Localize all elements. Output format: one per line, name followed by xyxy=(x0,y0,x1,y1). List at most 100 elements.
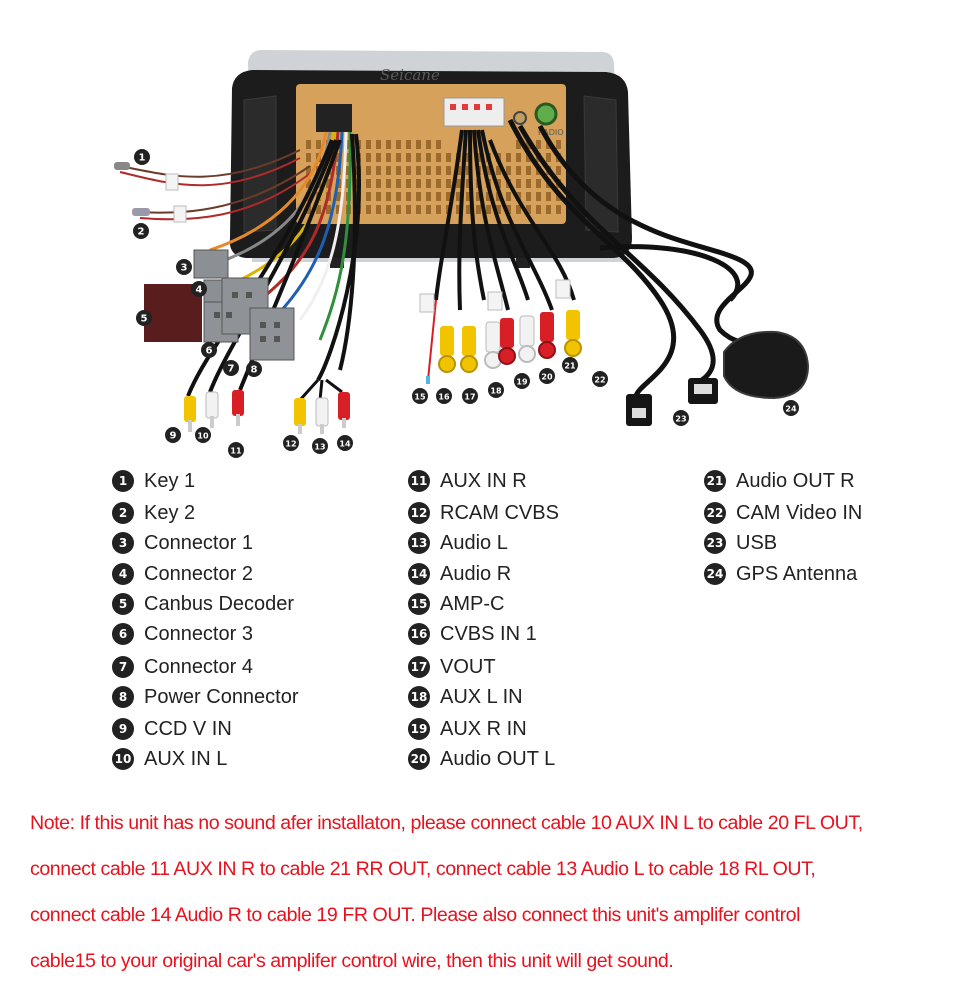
legend-item-10: 10 AUX IN L xyxy=(112,745,227,773)
legend-item-23: 23 USB xyxy=(704,529,777,557)
radio-port-label: RADIO xyxy=(538,128,564,137)
photo-callout-number: 3 xyxy=(181,263,188,274)
photo-callout-3: 3 xyxy=(176,259,192,275)
photo-callout-2: 2 xyxy=(133,223,149,239)
photo-callout-number: 18 xyxy=(490,387,502,396)
photo-callout-number: 9 xyxy=(170,431,177,442)
photo-callout-number: 19 xyxy=(516,378,528,387)
rca-group-left xyxy=(184,390,244,432)
legend-label: USB xyxy=(736,531,778,554)
photo-callout-18: 18 xyxy=(488,382,504,398)
photo-callout-number: 13 xyxy=(314,443,325,452)
legend-label: Power Connector xyxy=(144,685,299,708)
legend-label: CCD V IN xyxy=(144,717,232,740)
photo-callout-21: 21 xyxy=(562,357,578,373)
photo-callout-15: 15 xyxy=(412,388,428,404)
note-line-1: Note: If this unit has no sound afer ins… xyxy=(30,812,863,834)
canbus-decoder xyxy=(144,284,202,342)
legend-label: AUX IN L xyxy=(144,747,228,770)
callout-number-badge: 20 xyxy=(408,748,430,770)
photo-callout-14: 14 xyxy=(337,435,353,451)
legend-label: RCAM CVBS xyxy=(440,501,559,524)
rca-group-right xyxy=(438,310,582,373)
legend-label: Key 1 xyxy=(144,469,196,492)
photo-callout-1: 1 xyxy=(134,149,150,165)
photo-callout-number: 2 xyxy=(138,227,145,238)
callout-number-badge: 1 xyxy=(112,470,134,492)
photo-callout-number: 23 xyxy=(675,415,686,424)
legend-item-12: 12 RCAM CVBS xyxy=(408,499,559,527)
legend-label: AMP-C xyxy=(440,592,505,615)
photo-callout-24: 24 xyxy=(783,400,799,416)
photo-callout-number: 1 xyxy=(139,153,146,164)
legend-item-1: 1 Key 1 xyxy=(112,467,195,495)
legend-label: AUX R IN xyxy=(440,717,527,740)
power-connector xyxy=(249,307,295,361)
legend-label: Audio L xyxy=(440,531,508,554)
callout-number-badge: 21 xyxy=(704,470,726,492)
legend-label: Audio OUT L xyxy=(440,747,556,770)
photo-callout-17: 17 xyxy=(462,388,478,404)
photo-callout-number: 5 xyxy=(141,314,148,325)
photo-callout-number: 15 xyxy=(414,393,426,402)
photo-callout-8: 8 xyxy=(246,361,262,377)
note-line-4: cable15 to your original car's amplifer … xyxy=(30,950,674,972)
photo-callout-19: 19 xyxy=(514,373,530,389)
photo-callout-number: 22 xyxy=(594,376,605,385)
callout-number-badge: 12 xyxy=(408,502,430,524)
installation-note: Note: If this unit has no sound afer ins… xyxy=(30,800,970,984)
callout-number-badge: 3 xyxy=(112,532,134,554)
photo-callout-13: 13 xyxy=(312,438,328,454)
legend-label: Connector 4 xyxy=(144,655,253,678)
photo-callout-11: 11 xyxy=(228,442,244,458)
legend-item-24: 24 GPS Antenna xyxy=(704,560,857,588)
callout-number-badge: 14 xyxy=(408,563,430,585)
photo-callout-7: 7 xyxy=(223,360,239,376)
photo-callout-16: 16 xyxy=(436,388,452,404)
callout-number-badge: 2 xyxy=(112,502,134,524)
photo-callout-number: 16 xyxy=(438,393,450,402)
legend-label: Canbus Decoder xyxy=(144,592,295,615)
photo-callout-number: 14 xyxy=(339,440,351,449)
photo-callout-number: 11 xyxy=(230,447,242,456)
legend-label: CAM Video IN xyxy=(736,501,863,524)
legend-label: Connector 3 xyxy=(144,622,253,645)
legend-item-20: 20 Audio OUT L xyxy=(408,745,555,773)
photo-callout-number: 8 xyxy=(251,365,258,376)
legend-label: VOUT xyxy=(440,655,496,678)
photo-callout-10: 10 xyxy=(195,427,211,443)
photo-callout-number: 21 xyxy=(564,362,576,371)
legend-label: GPS Antenna xyxy=(736,562,858,585)
callout-number-badge: 24 xyxy=(704,563,726,585)
callout-number-badge: 6 xyxy=(112,623,134,645)
harness-port xyxy=(316,104,352,132)
legend-label: Connector 1 xyxy=(144,531,253,554)
photo-callout-23: 23 xyxy=(673,410,689,426)
photo-callout-number: 7 xyxy=(228,364,235,375)
callout-number-badge: 23 xyxy=(704,532,726,554)
photo-callout-number: 6 xyxy=(206,346,213,357)
photo-callout-12: 12 xyxy=(283,435,299,451)
brand-watermark: Seicane xyxy=(380,66,440,84)
photo-callout-number: 24 xyxy=(785,405,797,414)
legend-label: AUX L IN xyxy=(440,685,523,708)
callout-number-badge: 11 xyxy=(408,470,430,492)
legend-item-6: 6 Connector 3 xyxy=(112,620,253,648)
callout-number-badge: 16 xyxy=(408,623,430,645)
wiring-harness-illustration: Seicane RADIO xyxy=(114,50,810,458)
multi-pin-port xyxy=(443,97,505,127)
callout-number-badge: 10 xyxy=(112,748,134,770)
legend-label: CVBS IN 1 xyxy=(440,622,537,645)
